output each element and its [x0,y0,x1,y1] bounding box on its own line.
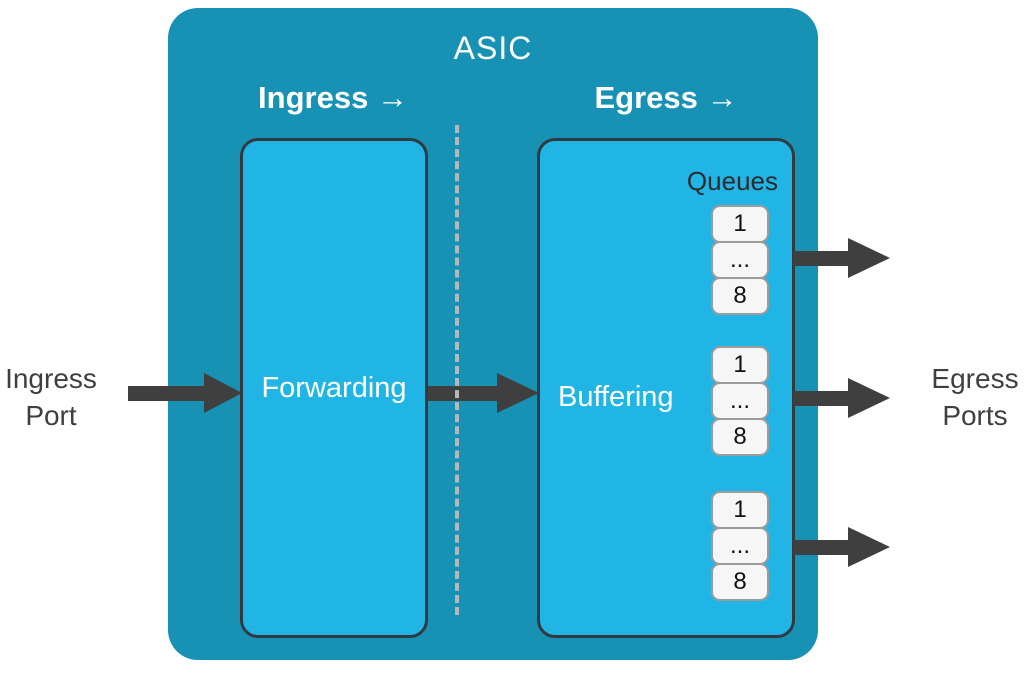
egress-ports-label: Egress Ports [905,360,1024,434]
forwarding-block-label: Forwarding [261,371,407,404]
egress-arrow-top-icon [793,238,890,278]
arrow-head [848,378,890,418]
queues-label: Queues [686,166,778,196]
queue-stack-3: 1 ... 8 [711,491,769,601]
queue-stack-2: 1 ... 8 [711,346,769,456]
queue-box-ellipsis: ... [711,241,769,279]
arrow-shaft [793,391,851,406]
ingress-egress-divider-dashed-line [455,125,459,615]
egress-section-header: Egress → [594,80,738,115]
buffering-block: Buffering Queues 1 ... 8 1 ... 8 1 ... 8 [537,138,795,638]
queue-box-ellipsis: ... [711,527,769,565]
arrow-head [497,373,539,413]
queue-box-last: 8 [711,277,769,315]
egress-ports-label-line2: Ports [942,400,1008,431]
queue-box-last: 8 [711,418,769,456]
forwarding-block: Forwarding [240,138,428,638]
arrow-shaft [128,386,210,401]
arrow-shaft [428,386,500,401]
asic-title: ASIC [453,30,533,66]
queue-stack-1: 1 ... 8 [711,205,769,315]
queue-box-ellipsis: ... [711,382,769,420]
buffering-block-label: Buffering [558,381,674,413]
ingress-section-header: Ingress → [258,80,408,115]
queue-box-last: 8 [711,563,769,601]
queue-box-first: 1 [711,205,769,243]
arrow-shaft [793,251,851,266]
ingress-port-label-line1: Ingress [5,363,97,394]
ingress-port-arrow-icon [128,373,242,413]
arrow-head [848,238,890,278]
ingress-port-label-line2: Port [25,400,77,431]
arrow-head [848,527,890,567]
ingress-port-label: Ingress Port [0,360,102,434]
queue-box-first: 1 [711,346,769,384]
egress-arrow-bottom-icon [793,527,890,567]
egress-ports-label-line1: Egress [931,363,1019,394]
forwarding-to-buffering-arrow-icon [428,373,539,413]
queue-box-first: 1 [711,491,769,529]
arrow-head [204,373,242,413]
egress-arrow-middle-icon [793,378,890,418]
arrow-shaft [793,540,851,555]
asic-chip-box: ASIC Ingress → Egress → Forwarding Buffe… [168,8,818,660]
